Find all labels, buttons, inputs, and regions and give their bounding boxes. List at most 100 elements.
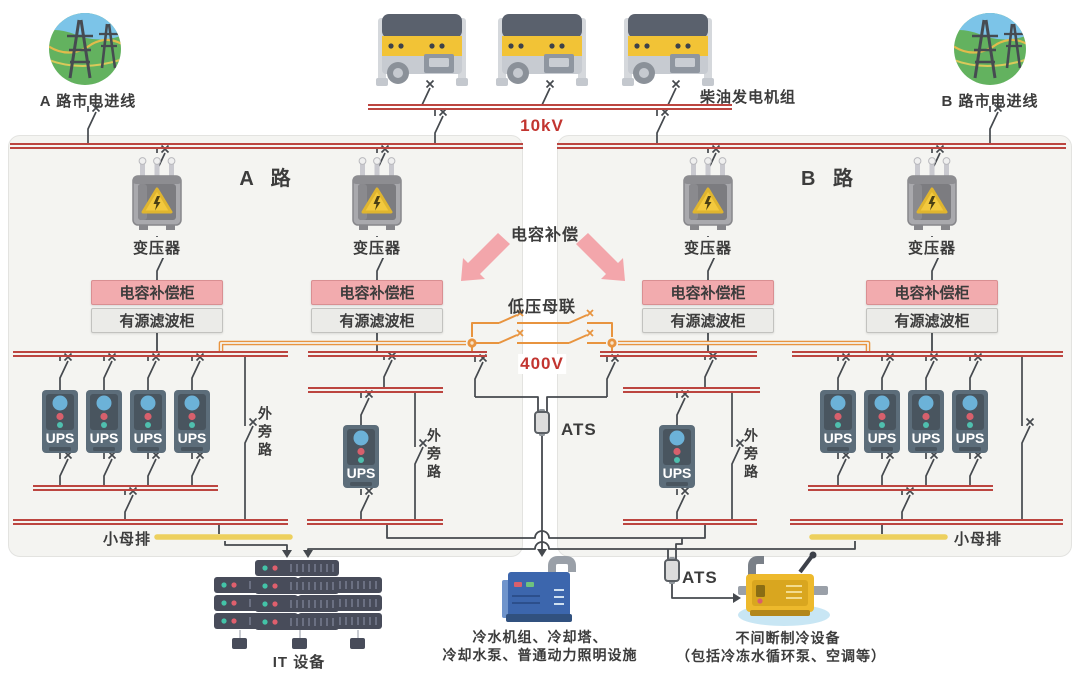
breaker-switch <box>434 115 444 144</box>
utility-grid-a-icon <box>40 4 130 85</box>
bus-tie-switch <box>498 314 518 324</box>
breaker-switch <box>925 360 935 391</box>
power-bus <box>13 351 288 357</box>
breaker-switch <box>931 253 941 280</box>
small-busbar-label: 小母排 <box>953 531 1003 548</box>
breaker-switch <box>656 115 666 144</box>
ups-icon <box>820 390 856 453</box>
distribution-wire <box>546 396 607 412</box>
distribution-wire <box>386 523 706 539</box>
chiller-label-line2: 冷却水泵、普通动力照明设施 <box>442 647 638 663</box>
breaker-switch <box>881 458 891 487</box>
power-bus <box>10 143 523 149</box>
distribution-wire <box>475 396 539 412</box>
breaker-switch <box>837 360 847 391</box>
breaker-switch <box>59 458 69 487</box>
power-bus <box>808 485 993 491</box>
breaker-x-mark <box>671 79 681 89</box>
power-bus <box>308 351 487 357</box>
breaker-x-mark <box>418 438 428 448</box>
power-bus <box>623 519 757 525</box>
breaker-switch <box>1021 425 1031 521</box>
external-bypass-label: 外旁路 <box>257 406 273 460</box>
utility-b-label: B 路市电进线 <box>941 93 1039 110</box>
arrowhead-right <box>733 593 741 603</box>
transformer-label: 变压器 <box>129 237 185 258</box>
ups-icon <box>908 390 944 453</box>
active-filter-cabinet: 有源滤波柜 <box>866 308 998 333</box>
it-servers-icon <box>213 559 383 649</box>
power-bus <box>792 351 1063 357</box>
power-bus <box>623 387 760 393</box>
bus-tie-x-mark <box>516 329 524 337</box>
diesel-generator-icon <box>496 14 588 86</box>
breaker-switch <box>969 458 979 487</box>
breaker-switch <box>191 458 201 487</box>
breaker-x-mark <box>91 103 101 113</box>
transformer-label: 变压器 <box>904 237 960 258</box>
breaker-switch <box>731 446 741 521</box>
cooling-label-line2: （包括冷冻水循环泵、空调等） <box>676 648 886 664</box>
power-bus <box>557 143 1066 149</box>
distribution-wire <box>671 581 734 599</box>
arrowhead-down <box>303 550 313 558</box>
breaker-x-mark <box>364 486 374 496</box>
bus-10kv-label: 10kV <box>520 116 564 135</box>
breaker-switch <box>676 397 686 425</box>
ats-label: ATS <box>561 420 597 439</box>
breaker-switch <box>360 494 370 521</box>
breaker-switch <box>376 253 386 280</box>
bus-tie-line-core <box>220 342 466 353</box>
capacitor-cabinet: 电容补偿柜 <box>311 280 443 305</box>
breaker-switch <box>606 361 616 397</box>
arrowhead-down <box>282 550 292 558</box>
bus-tie-switch <box>498 334 518 344</box>
transformer-label: 变压器 <box>680 237 736 258</box>
breaker-switch <box>704 359 714 389</box>
lv-bus-tie-label: 低压母联 <box>507 299 577 316</box>
diesel-generator-icon <box>376 14 468 86</box>
power-bus <box>600 351 757 357</box>
active-filter-cabinet: 有源滤波柜 <box>311 308 443 333</box>
bus-tie-switch <box>568 314 588 324</box>
chiller-icon <box>502 556 576 622</box>
utility-grid-b-icon <box>945 4 1035 85</box>
active-filter-cabinet: 有源滤波柜 <box>642 308 774 333</box>
bus-tie-x-mark <box>516 309 524 317</box>
power-bus <box>307 519 443 525</box>
ups-icon <box>659 425 695 488</box>
diesel-generator-label: 柴油发电机组 <box>700 89 797 106</box>
bus-400v-label: 400V <box>518 354 566 374</box>
breaker-x-mark <box>545 79 555 89</box>
ups-icon <box>42 390 78 453</box>
breaker-switch <box>191 360 201 391</box>
breaker-switch <box>837 458 847 487</box>
ats-label: ATS <box>682 568 718 587</box>
distribution-wire <box>224 541 288 552</box>
diesel-generator-icon <box>622 14 714 86</box>
breaker-switch <box>989 111 999 143</box>
transformer-label: 变压器 <box>349 237 405 258</box>
breaker-x-mark <box>1025 417 1035 427</box>
transformer-icon <box>906 156 958 232</box>
chiller-label-line1: 冷水机组、冷却塔、 <box>472 629 608 645</box>
bus-tie-x-mark <box>586 329 594 337</box>
ups-icon <box>864 390 900 453</box>
power-bus <box>33 485 218 491</box>
breaker-x-mark <box>993 103 1003 113</box>
breaker-x-mark <box>248 417 258 427</box>
cooling-label-line1: 不间断制冷设备 <box>735 630 841 646</box>
ups-icon <box>130 390 166 453</box>
external-bypass-label: 外旁路 <box>743 428 759 482</box>
breaker-switch <box>925 458 935 487</box>
ups-icon <box>952 390 988 453</box>
bus-tie-line <box>471 322 499 337</box>
breaker-switch <box>676 494 686 521</box>
bus-tie-switch <box>568 334 588 344</box>
arrowhead-down <box>537 549 547 557</box>
breaker-switch <box>156 253 166 280</box>
wires-group <box>10 79 1066 603</box>
section-b-label: B 路 <box>801 168 859 190</box>
utility-a-label: A 路市电进线 <box>39 93 137 110</box>
breaker-switch <box>901 494 911 521</box>
